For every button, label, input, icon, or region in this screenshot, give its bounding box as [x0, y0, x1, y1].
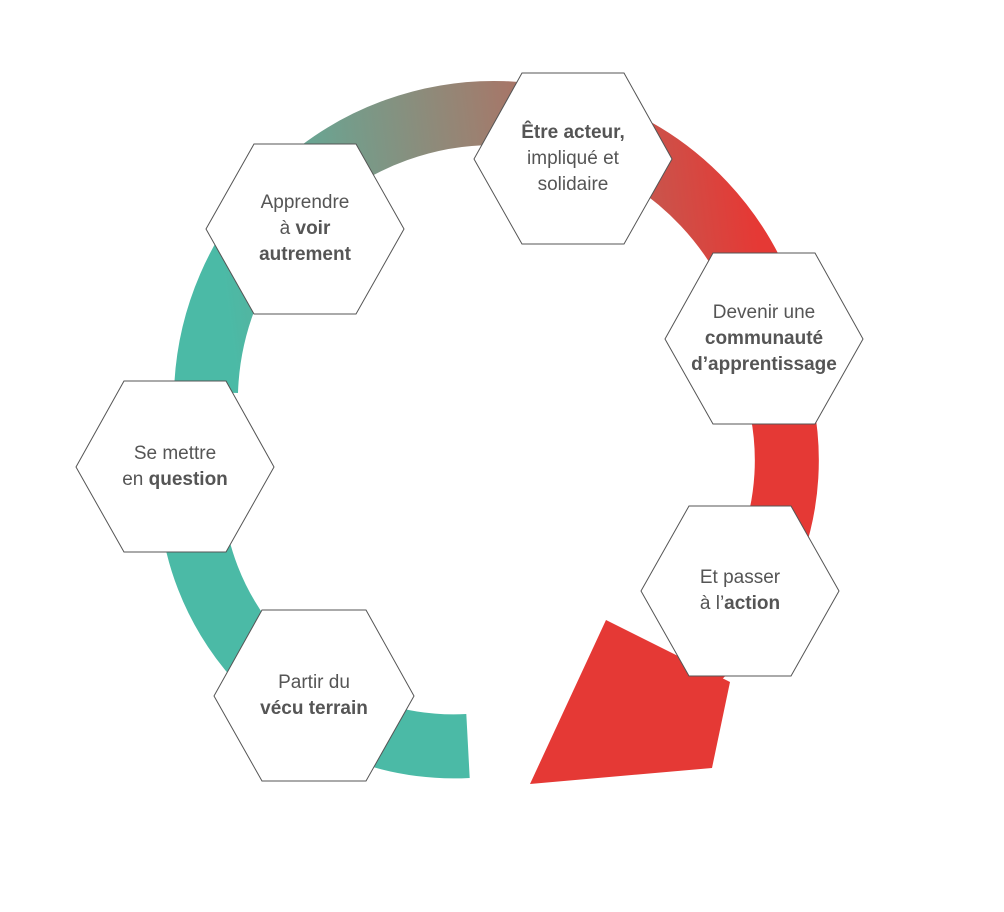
label-voir-line2: à voir [205, 216, 405, 242]
label-text-bold: Être acteur, [521, 122, 625, 143]
label-text-bold: voir [295, 218, 331, 239]
hexagon-partir [213, 609, 415, 782]
label-text: à [279, 218, 296, 239]
label-voir: Apprendre à voir autrement [205, 190, 405, 268]
label-communaute: Devenir une communauté d’apprentissage [664, 300, 864, 378]
label-text-bold: communauté [704, 328, 824, 349]
label-text: Apprendre [260, 192, 350, 213]
label-text-bold: question [148, 469, 228, 490]
label-text-bold: action [724, 593, 781, 614]
hexagon-acteur [473, 72, 673, 245]
label-partir-line1: Partir du [214, 670, 414, 696]
hexagon-action [640, 505, 840, 677]
label-action-line2: à l’action [640, 591, 840, 617]
label-partir-line2: vécu terrain [214, 696, 414, 722]
hexagon-communaute [664, 252, 864, 425]
label-communaute-line2: communauté [664, 326, 864, 352]
label-question-line1: Se mettre [75, 441, 275, 467]
label-text: Se mettre [133, 443, 217, 464]
label-text: solidaire [537, 174, 609, 195]
hexagon-voir [205, 143, 405, 315]
label-partir: Partir du vécu terrain [214, 670, 414, 722]
label-acteur: Être acteur, impliqué et solidaire [473, 120, 673, 198]
label-action: Et passer à l’action [640, 565, 840, 617]
label-question-line2: en question [75, 467, 275, 493]
label-text: Partir du [278, 672, 350, 693]
label-acteur-line1: Être acteur, [473, 120, 673, 146]
label-text-bold: d’apprentissage [691, 354, 837, 375]
label-text: Et passer [699, 567, 781, 588]
label-question: Se mettre en question [75, 441, 275, 493]
label-acteur-line3: solidaire [473, 172, 673, 198]
label-communaute-line3: d’apprentissage [664, 352, 864, 378]
label-voir-line3: autrement [205, 242, 405, 268]
label-voir-line1: Apprendre [205, 190, 405, 216]
label-text-bold: vécu terrain [260, 698, 368, 719]
hexagon-question [75, 380, 275, 553]
label-text: Devenir une [712, 302, 816, 323]
label-action-line1: Et passer [640, 565, 840, 591]
label-communaute-line1: Devenir une [664, 300, 864, 326]
label-text: en [122, 469, 149, 490]
label-acteur-line2: impliqué et [473, 146, 673, 172]
label-text: à l’ [699, 593, 725, 614]
label-text: impliqué et [527, 148, 619, 169]
label-text-bold: autrement [259, 244, 351, 265]
